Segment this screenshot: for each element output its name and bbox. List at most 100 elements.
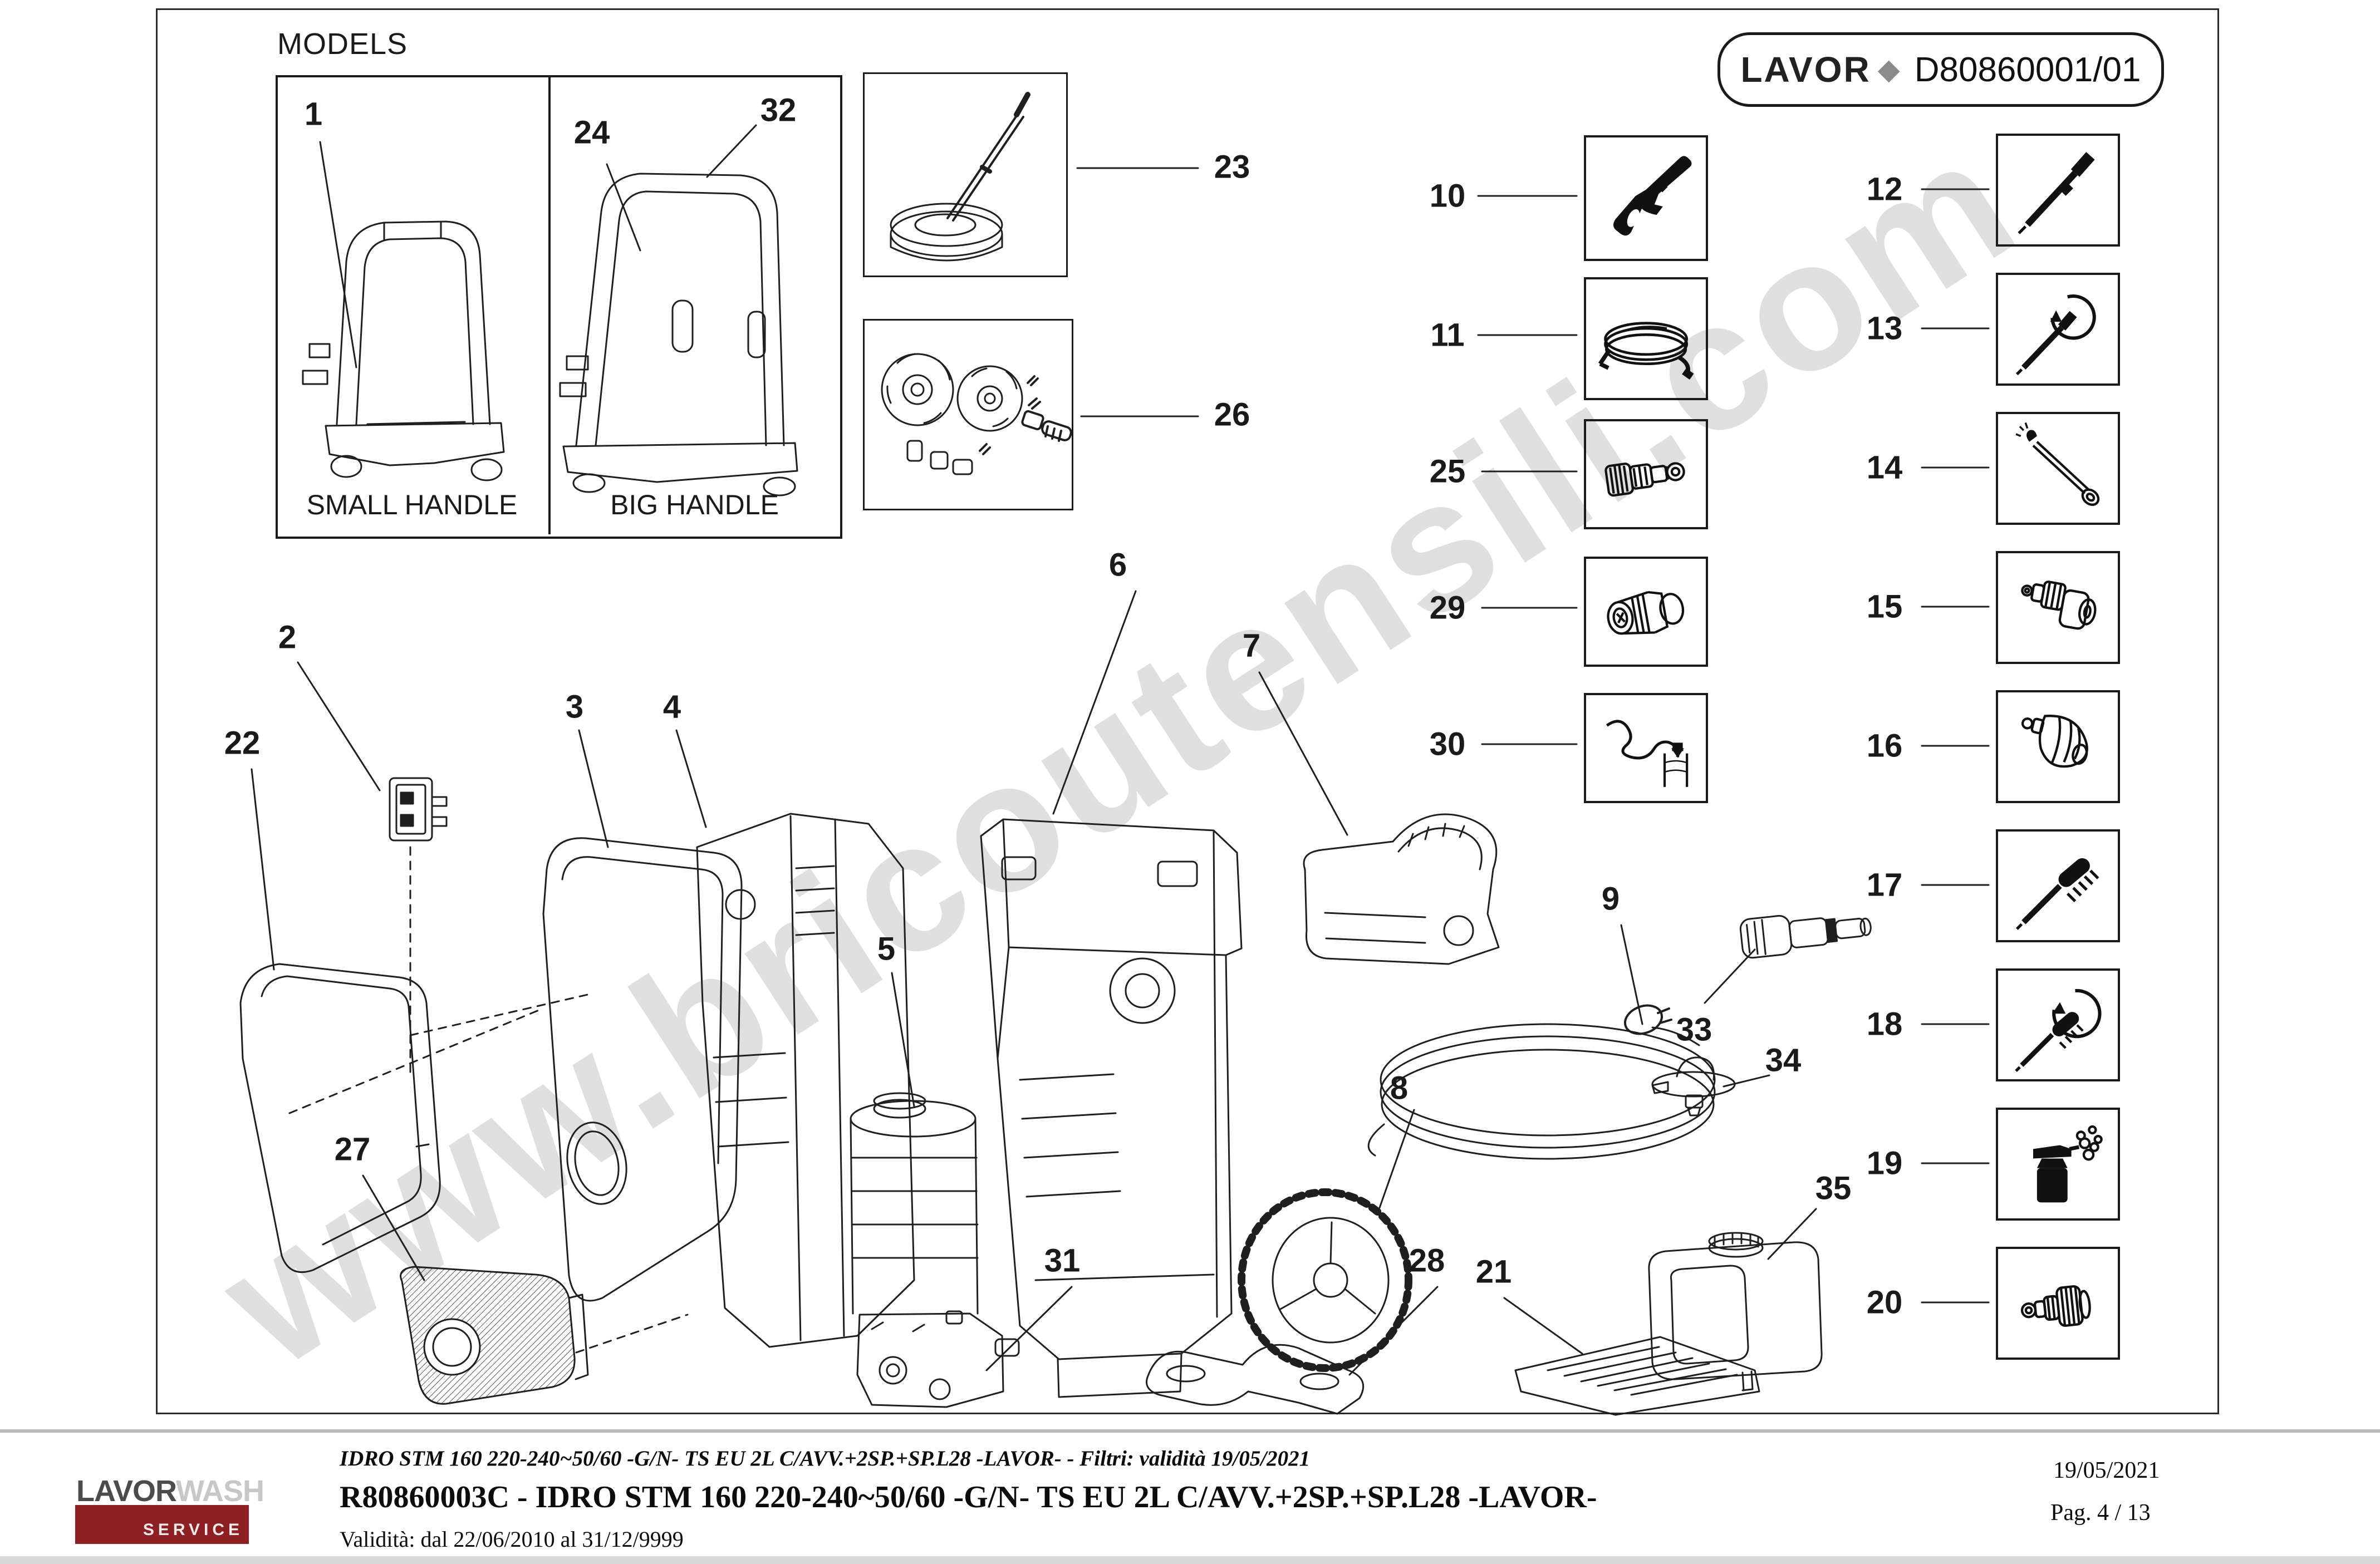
footer-filters-line: IDRO STM 160 220-240~50/60 -G/N- TS EU 2… [340,1447,1311,1470]
callout-3: 3 [565,688,584,725]
leader-27 [362,1174,425,1281]
footer-separator [0,1429,2380,1433]
footer-page-number: Pag. 4 / 13 [2050,1500,2151,1526]
callout-30: 30 [1429,726,1466,763]
big-handle-label: BIG HANDLE [610,489,779,520]
part-image-box-14 [1996,412,2120,525]
callout-13: 13 [1866,310,1903,347]
callout-31: 31 [1044,1242,1081,1279]
callout-8: 8 [1390,1070,1409,1106]
leader-6 [1052,590,1137,815]
callout-26: 26 [1214,396,1250,433]
suction-hose-icon [1606,720,1689,788]
callout-20: 20 [1866,1284,1903,1321]
callout-19: 19 [1866,1145,1903,1182]
adapter-icon [2020,1285,2091,1327]
callout-28: 28 [1409,1242,1445,1279]
part-image-box-17 [1996,829,2120,942]
callout-9: 9 [1601,881,1620,917]
leader-8 [1378,1109,1415,1209]
quick-coupling-icon [1607,591,1684,635]
leader-21 [1503,1297,1583,1355]
housing-drawing [696,813,915,1348]
foot-drawing [1146,1344,1365,1415]
callout-18: 18 [1866,1006,1903,1042]
callout-27: 27 [334,1131,371,1168]
leader-4 [675,729,707,828]
leader-32 [706,124,757,178]
leader-33 [1704,948,1756,1004]
callout-22: 22 [224,725,261,761]
small-handle-label: SMALL HANDLE [306,489,518,520]
leader-9 [1620,924,1643,1025]
models-box [276,75,842,539]
callout-5: 5 [877,931,896,967]
leader-22 [251,768,275,971]
leader-7 [1258,671,1348,836]
leader-34 [1723,1074,1770,1088]
models-title: MODELS [277,27,408,61]
leader-35 [1767,1208,1817,1260]
leader-5 [891,972,915,1108]
rotating-lance-icon [2015,294,2096,375]
wheel-drawing [1238,1188,1412,1372]
footer-date: 19/05/2021 [2053,1458,2160,1483]
leader-24 [606,163,641,252]
page-bottom-band [0,1556,2380,1564]
turbo-nozzle-icon [2021,714,2088,768]
rotating-brush-icon [2015,988,2102,1072]
part-image-box-25 [1584,419,1708,529]
part-image-box-10 [1584,135,1708,261]
doc-number-badge: LAVOR ◆ D80860001/01 [1717,32,2164,107]
diagram-border [156,8,2219,1414]
pump-head-drawing [856,1310,1020,1408]
part-image-box-18 [1996,968,2120,1081]
callout-14: 14 [1866,449,1903,486]
part-image-box-30 [1584,693,1708,803]
side-cover-drawing [239,963,441,1273]
grille-drawing [400,1266,589,1405]
foam-bottle-icon [2033,1125,2103,1203]
wheel-kit-drawing [881,353,1072,475]
handle-bracket-drawing [1303,813,1500,965]
callout-1: 1 [304,96,323,132]
logo-wash-text: WASH [176,1474,264,1508]
callout-10: 10 [1429,178,1466,214]
footer-validity-line: Validità: dal 22/06/2010 al 31/12/9999 [340,1527,684,1552]
logo-lavor-text: LAVOR [76,1474,176,1508]
power-cable-drawing [1367,1004,1716,1160]
part-image-box-23 [863,72,1068,277]
callout-17: 17 [1866,867,1903,903]
lavorwash-wordmark: LAVORWASH [76,1474,264,1508]
callout-16: 16 [1866,727,1903,764]
small-handle-drawing [302,220,505,481]
callout-25: 25 [1429,453,1466,490]
part-image-box-26 [863,319,1073,510]
detergent-tank-drawing [1648,1232,1823,1391]
outlet-connector-drawing [1739,914,1872,959]
long-lance-icon [2015,422,2100,506]
leader-31 [985,1286,1073,1371]
big-handle-drawing [559,173,798,496]
lavorwash-service-logo: LAVORWASH SERVICE [75,1474,264,1547]
brush-icon [2015,858,2099,930]
main-frame-drawing [980,818,1243,1398]
callout-11: 11 [1430,317,1465,353]
spray-gun-icon [1613,156,1692,236]
callout-6: 6 [1108,547,1127,583]
part-image-box-11 [1584,277,1708,400]
callout-33: 33 [1676,1011,1712,1048]
lance-icon [2018,151,2095,234]
part-image-box-29 [1584,557,1708,667]
leader-2 [297,661,381,791]
part-image-box-19 [1996,1108,2120,1221]
patio-cleaner-drawing [890,92,1030,262]
brand-diamond-icon: ◆ [1877,53,1900,86]
callout-23: 23 [1214,149,1250,185]
doc-number: D80860001/01 [1914,50,2141,89]
callout-15: 15 [1866,588,1903,625]
part-image-box-20 [1996,1247,2120,1360]
callout-29: 29 [1429,589,1466,626]
part-image-box-13 [1996,273,2120,386]
filter-plate-drawing [1514,1336,1760,1416]
